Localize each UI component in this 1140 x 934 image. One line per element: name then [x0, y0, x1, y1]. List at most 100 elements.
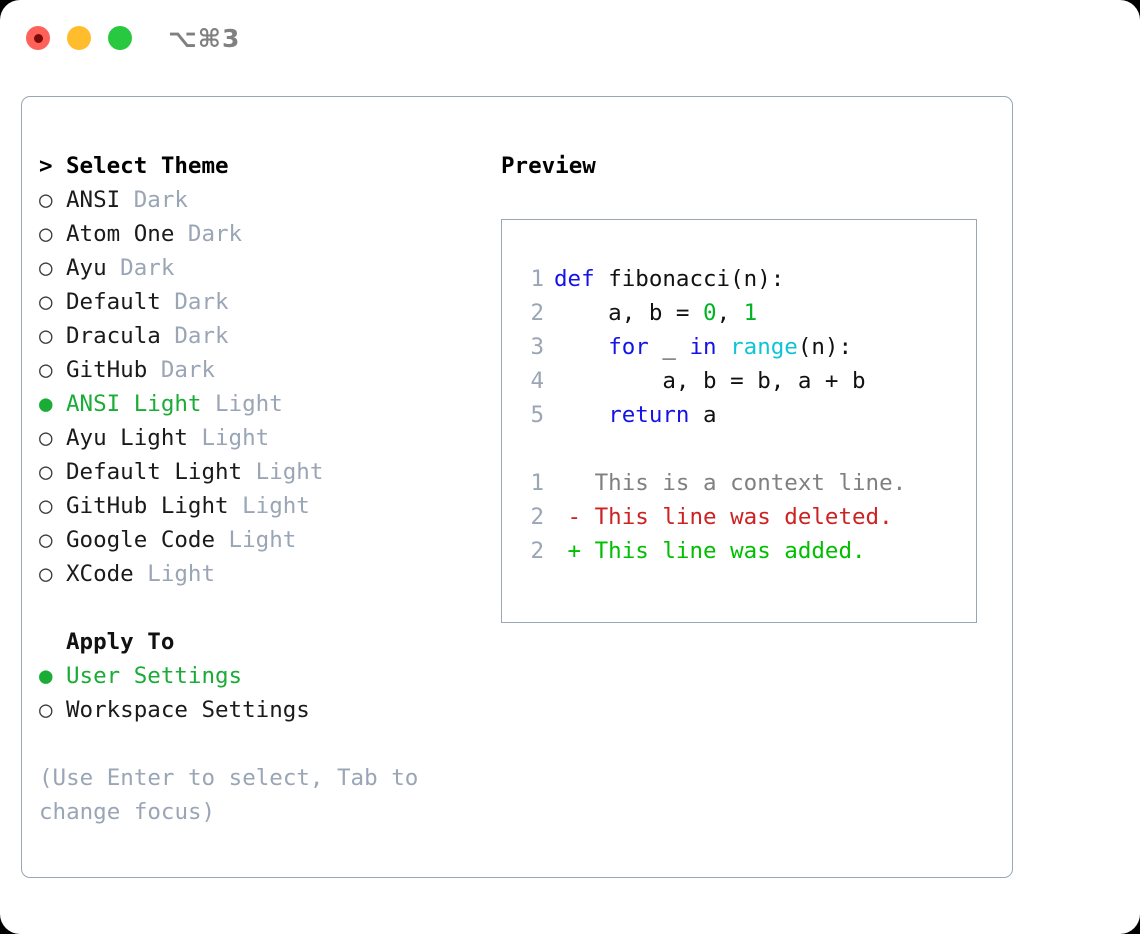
theme-option-dracula[interactable]: ○ Dracula Dark: [39, 319, 499, 353]
code-token: range: [730, 334, 798, 360]
apply-to-list: ●User Settings ○ Workspace Settings: [39, 659, 499, 727]
apply-to-option-name: Workspace Settings: [66, 697, 310, 723]
code-token: in: [689, 334, 717, 360]
apply-to-option-name: User Settings: [66, 663, 243, 689]
theme-option-name: GitHub Light: [66, 493, 229, 519]
line-number: 2: [530, 300, 544, 326]
code-token: [717, 334, 731, 360]
keyboard-shortcut-label: ⌥⌘3: [168, 24, 241, 53]
diff-sample: 1 This is a context line.2 - This line w…: [518, 466, 970, 568]
theme-option-ayu[interactable]: ○ Ayu Dark: [39, 251, 499, 285]
titlebar: ⌥⌘3: [0, 0, 1140, 78]
main-panel: >Select Theme ○ANSI Dark○Atom One Dark○A…: [21, 96, 1013, 878]
code-token: fibonacci(n):: [608, 266, 785, 292]
radio-unselected-icon: ○: [39, 527, 53, 553]
radio-unselected-icon: ○: [39, 493, 53, 519]
radio-unselected-icon: ○: [39, 289, 53, 315]
maximize-window-icon[interactable]: [108, 26, 132, 50]
diff-line-add: 2 + This line was added.: [518, 534, 970, 568]
theme-option-ansi[interactable]: ○ANSI Dark: [39, 183, 499, 217]
theme-option-name: Ayu: [66, 255, 107, 281]
theme-option-atom-one[interactable]: ○Atom One Dark: [39, 217, 499, 251]
apply-to-option-user-settings[interactable]: ●User Settings: [39, 659, 499, 693]
radio-selected-icon: ●: [39, 391, 53, 417]
preview-title: Preview: [501, 153, 596, 179]
theme-option-kind: Light: [187, 425, 270, 451]
caret-icon: >: [39, 153, 53, 179]
theme-option-name: XCode: [66, 561, 134, 587]
theme-option-ayu-light[interactable]: ○ Ayu Light Light: [39, 421, 499, 455]
radio-unselected-icon: ○: [39, 255, 53, 281]
theme-selector-column: >Select Theme ○ANSI Dark○Atom One Dark○A…: [39, 149, 499, 829]
select-theme-heading-label: Select Theme: [66, 153, 229, 179]
radio-unselected-icon: ○: [39, 323, 53, 349]
diff-line-text: This is a context line.: [554, 470, 907, 496]
theme-option-name: Ayu Light: [66, 425, 188, 451]
theme-option-kind: Light: [215, 527, 297, 553]
theme-option-google-code[interactable]: ○ Google Code Light: [39, 523, 499, 557]
line-number: 5: [530, 402, 544, 428]
radio-unselected-icon: ○: [39, 187, 53, 213]
theme-option-kind: Light: [228, 493, 310, 519]
theme-option-kind: Dark: [120, 187, 188, 213]
code-token: a, b =: [554, 300, 704, 326]
theme-option-github-light[interactable]: ○ GitHub Light Light: [39, 489, 499, 523]
code-line: 1 def fibonacci(n):: [518, 262, 970, 296]
diff-line-del: 2 - This line was deleted.: [518, 500, 970, 534]
theme-option-name: Google Code: [66, 527, 216, 553]
radio-unselected-icon: ○: [39, 221, 53, 247]
line-number: 1: [530, 266, 544, 292]
traffic-lights: [26, 26, 132, 50]
theme-option-kind: Dark: [160, 323, 229, 349]
minimize-window-icon[interactable]: [67, 26, 91, 50]
radio-unselected-icon: ○: [39, 357, 53, 383]
radio-unselected-icon: ○: [39, 425, 53, 451]
theme-option-name: Dracula: [66, 323, 161, 349]
code-token: [554, 402, 608, 428]
theme-option-kind: Light: [201, 391, 283, 417]
list-spacer: [39, 591, 499, 625]
apply-to-option-workspace-settings[interactable]: ○ Workspace Settings: [39, 693, 499, 727]
code-token: return: [608, 402, 690, 428]
code-token: _: [648, 334, 690, 360]
theme-option-default[interactable]: ○ Default Dark: [39, 285, 499, 319]
theme-option-xcode[interactable]: ○ XCode Light: [39, 557, 499, 591]
diff-line-ctx: 1 This is a context line.: [518, 466, 970, 500]
code-token: 1: [743, 300, 758, 326]
close-window-icon[interactable]: [26, 26, 50, 50]
radio-unselected-icon: ○: [39, 697, 53, 723]
code-line: 2 a, b = 0, 1: [518, 296, 970, 330]
line-number: 4: [530, 368, 544, 394]
keyboard-hint: (Use Enter to select, Tab to change focu…: [39, 765, 419, 825]
diff-line-text: + This line was added.: [554, 538, 866, 564]
theme-option-name: GitHub: [66, 357, 148, 383]
line-number: 1: [530, 470, 544, 496]
code-token: a, b = b, a + b: [554, 368, 866, 394]
code-token: ,: [716, 300, 744, 326]
theme-option-name: ANSI Light: [66, 391, 202, 417]
theme-option-kind: Dark: [160, 289, 229, 315]
theme-option-kind: Light: [133, 561, 216, 587]
theme-option-name: Default: [66, 289, 161, 315]
theme-option-name: Atom One: [66, 221, 175, 247]
radio-unselected-icon: ○: [39, 561, 53, 587]
code-line: 4 a, b = b, a + b: [518, 364, 970, 398]
theme-option-ansi-light[interactable]: ● ANSI Light Light: [39, 387, 499, 421]
apply-to-heading: Apply To: [66, 629, 175, 655]
code-line: 3 for _ in range(n):: [518, 330, 970, 364]
code-diff-spacer: [518, 432, 970, 466]
code-line: 5 return a: [518, 398, 970, 432]
code-token: def: [554, 266, 609, 292]
theme-option-default-light[interactable]: ○Default Light Light: [39, 455, 499, 489]
theme-option-kind: Dark: [106, 255, 175, 281]
line-number: 3: [530, 334, 544, 360]
code-token: a: [689, 402, 717, 428]
theme-option-github[interactable]: ○GitHub Dark: [39, 353, 499, 387]
line-number: 2: [530, 538, 544, 564]
code-token: for: [608, 334, 649, 360]
select-theme-heading: > Select Theme: [39, 149, 499, 183]
